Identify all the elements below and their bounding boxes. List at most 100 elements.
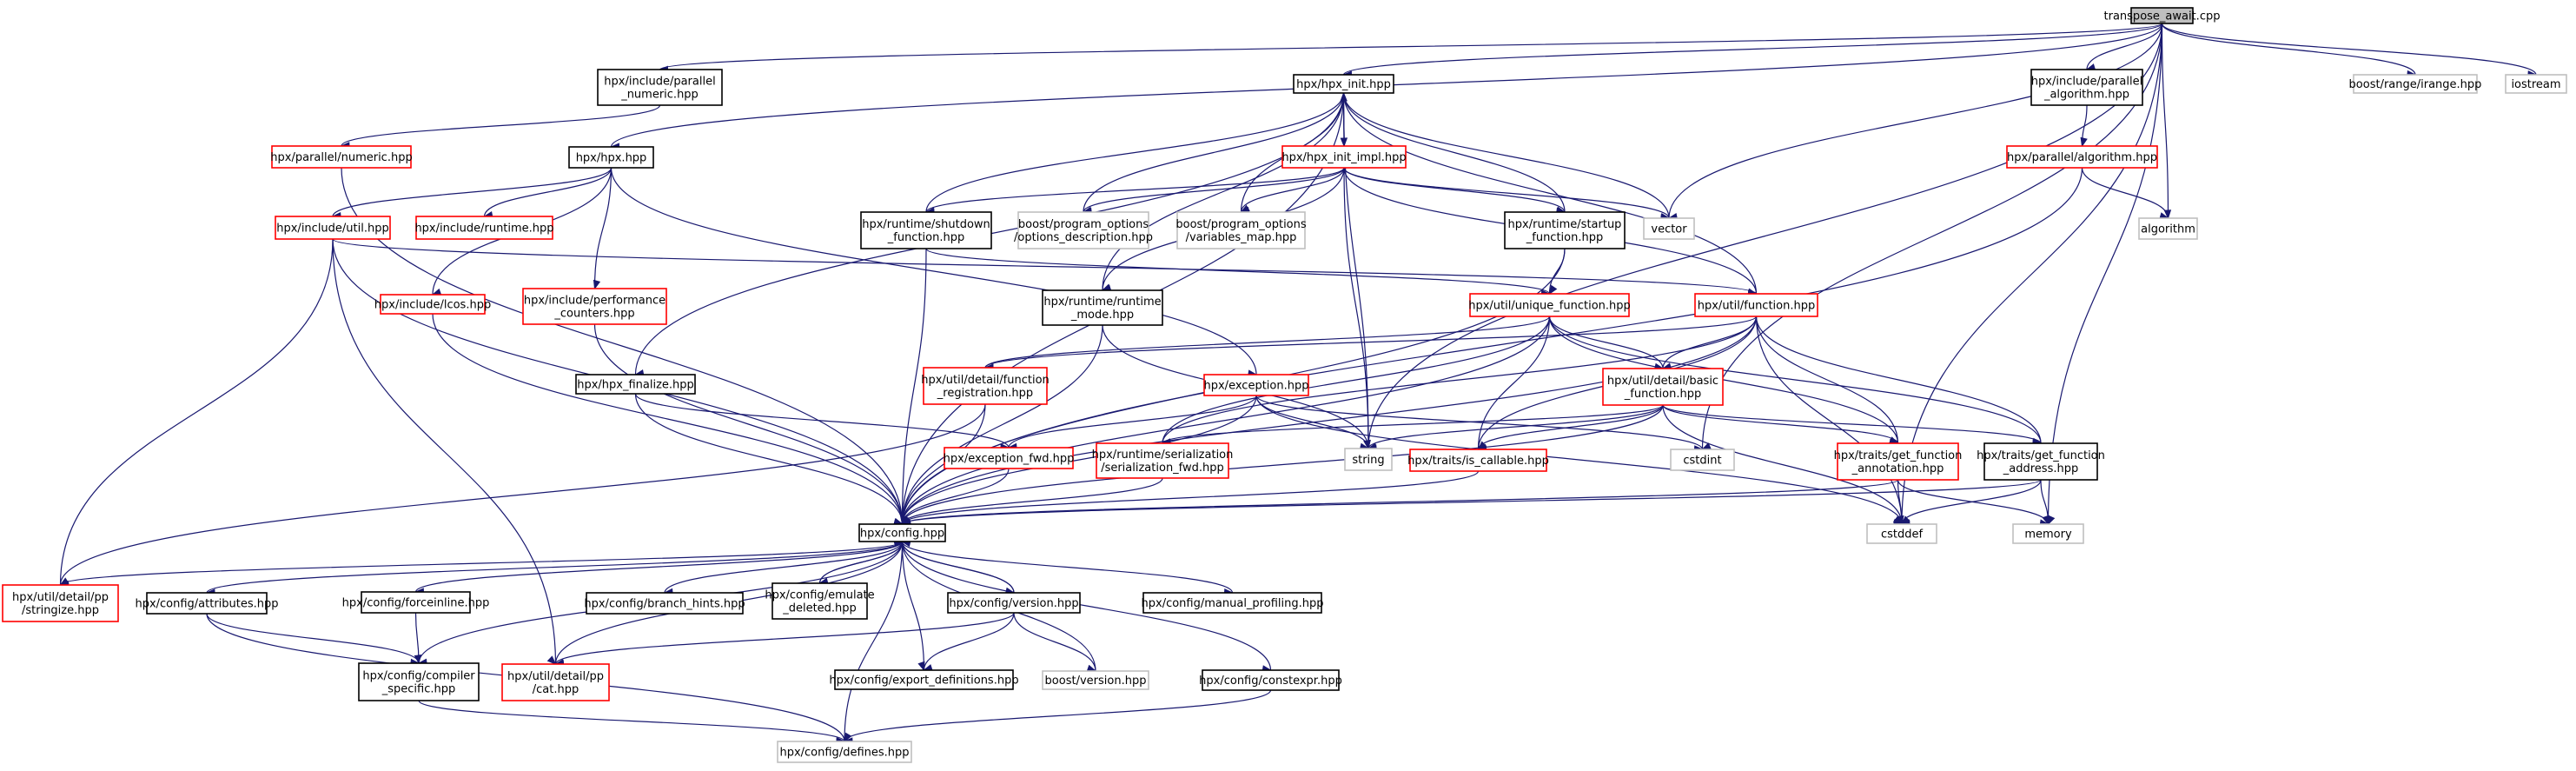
node-label: cstddef — [1881, 528, 1924, 542]
node-box — [1866, 523, 1937, 544]
edge-arrowhead — [2080, 136, 2088, 148]
node-label: hpx/hpx_finalize.hpp — [577, 379, 694, 392]
node-hpx-finalize[interactable]: hpx/hpx_finalize.hpp — [575, 374, 696, 395]
node-include-util[interactable]: hpx/include/util.hpp — [275, 216, 391, 240]
edge-line — [1342, 92, 1670, 219]
node-box — [860, 211, 992, 249]
node-util-function[interactable]: hpx/util/function.hpp — [1694, 293, 1818, 317]
node-box — [947, 592, 1081, 614]
node-export-definitions[interactable]: hpx/config/export_definitions.hpp — [829, 669, 1019, 690]
node-branch-hints[interactable]: hpx/config/branch_hints.hpp — [584, 592, 745, 615]
node-hpx-parallel-numeric[interactable]: hpx/parallel/numeric.hpp — [270, 145, 413, 169]
node-stringize[interactable]: hpx/util/detail/pp/stringize.hpp — [2, 584, 119, 622]
node-label: hpx/util/detail/function — [921, 374, 1050, 387]
node-label: hpx/hpx_init.hpp — [1296, 78, 1391, 91]
edge-config-to-export_definitions — [901, 541, 925, 672]
node-label: hpx/config/manual_profiling.hpp — [1142, 597, 1324, 610]
node-hpx-init[interactable]: hpx/hpx_init.hpp — [1293, 74, 1394, 94]
node-shutdown-function[interactable]: hpx/runtime/shutdown_function.hpp — [860, 211, 992, 249]
edge-parallel_numeric-to-hpx_parallel_numeric — [340, 104, 661, 150]
edge-get_function_address-to-memory — [2040, 479, 2050, 526]
node-forceinline[interactable]: hpx/config/forceinline.hpp — [342, 591, 490, 614]
node-is-callable[interactable]: hpx/traits/is_callable.hpp — [1407, 449, 1549, 472]
edge-line — [901, 470, 1480, 525]
edge-hpx_parallel_algorithm-to-algorithm — [2081, 167, 2169, 220]
node-hpx-parallel-algorithm[interactable]: hpx/parallel/algorithm.hpp — [2006, 145, 2158, 169]
edge-line — [2161, 23, 2537, 76]
node-algorithm: algorithm — [2138, 217, 2198, 240]
node-unique-function[interactable]: hpx/util/unique_function.hpp — [1468, 293, 1631, 317]
node-label: cstdint — [1683, 455, 1721, 468]
node-label: string — [1352, 454, 1384, 467]
edge-root-to-iostream — [2161, 23, 2538, 78]
node-label: hpx/config/constexpr.hpp — [1199, 675, 1342, 688]
edge-line — [1083, 167, 1345, 213]
node-function-registration[interactable]: hpx/util/detail/function_registration.hp… — [921, 367, 1050, 405]
node-serialization-fwd[interactable]: hpx/runtime/serialization/serialization_… — [1092, 442, 1234, 479]
node-label: hpx/runtime/startup — [1508, 218, 1622, 231]
node-label: hpx/util/detail/pp — [12, 591, 109, 604]
node-irange: boost/range/irange.hpp — [2349, 74, 2482, 94]
edge-line — [1162, 316, 1758, 444]
edge-root-to-vector — [1667, 23, 2163, 221]
node-box — [1281, 145, 1407, 169]
node-cstddef: cstddef — [1866, 523, 1937, 544]
node-lcos[interactable]: hpx/include/lcos.hpp — [374, 294, 491, 315]
edge-include_util-to-pp_cat — [332, 238, 557, 665]
edge-line — [634, 393, 904, 525]
edge-line — [1477, 316, 1551, 450]
edge-line — [341, 104, 661, 147]
node-box — [271, 145, 412, 169]
node-label: hpx/traits/get_function — [1834, 449, 1963, 462]
node-hpx-init-impl[interactable]: hpx/hpx_init_impl.hpp — [1281, 145, 1407, 169]
node-label: hpx/hpx_init_impl.hpp — [1281, 151, 1406, 164]
node-constexpr[interactable]: hpx/config/constexpr.hpp — [1199, 669, 1342, 691]
node-runtime-mode[interactable]: hpx/runtime/runtime_mode.hpp — [1042, 289, 1163, 326]
node-box — [1504, 211, 1626, 249]
node-parallel-numeric[interactable]: hpx/include/parallel_numeric.hpp — [597, 69, 723, 106]
node-parallel-algorithm[interactable]: hpx/include/parallel_algorithm.hpp — [2030, 69, 2143, 106]
node-options-description: boost/program_options/options_descriptio… — [1014, 211, 1153, 249]
edge-config_version-to-pp_cat — [554, 612, 1015, 668]
edge-line — [1240, 167, 1345, 213]
node-box — [275, 216, 391, 240]
edge-constexpr-to-defines — [843, 689, 1272, 745]
node-compiler-specific[interactable]: hpx/config/compiler_specific.hpp — [358, 662, 480, 701]
node-config-version[interactable]: hpx/config/version.hpp — [947, 592, 1081, 614]
node-config[interactable]: hpx/config.hpp — [858, 523, 946, 542]
node-startup-function[interactable]: hpx/runtime/startup_function.hpp — [1504, 211, 1626, 249]
node-hpx-hpp[interactable]: hpx/hpx.hpp — [568, 146, 654, 169]
node-box — [146, 592, 268, 615]
node-label: _function.hpp — [1624, 388, 1701, 401]
node-box — [1643, 217, 1695, 240]
node-box — [2138, 217, 2198, 240]
node-label: hpx/exception_fwd.hpp — [944, 453, 1075, 466]
edge-line — [1668, 23, 2163, 219]
node-manual-profiling[interactable]: hpx/config/manual_profiling.hpp — [1142, 592, 1324, 614]
node-attributes[interactable]: hpx/config/attributes.hpp — [135, 592, 279, 615]
node-pp-cat[interactable]: hpx/util/detail/pp/cat.hpp — [501, 663, 610, 701]
edge-hpx_hpp-to-include_util — [331, 167, 613, 220]
node-label: hpx/runtime/runtime — [1043, 296, 1161, 309]
node-box — [2505, 74, 2567, 94]
node-get-function-annotation[interactable]: hpx/traits/get_function_annotation.hpp — [1834, 442, 1963, 481]
node-exception-fwd[interactable]: hpx/exception_fwd.hpp — [944, 447, 1075, 469]
node-emulate-deleted[interactable]: hpx/config/emulate_deleted.hpp — [765, 582, 875, 620]
edge-line — [1662, 404, 2042, 444]
node-box — [361, 591, 471, 614]
node-include-runtime[interactable]: hpx/include/runtime.hpp — [414, 216, 554, 240]
edge-line — [332, 238, 1758, 295]
node-get-function-address[interactable]: hpx/traits/get_function_address.hpp — [1977, 442, 2105, 481]
node-basic-function[interactable]: hpx/util/detail/basic_function.hpp — [1602, 368, 1724, 406]
node-root[interactable]: transpose_await.cpp — [2104, 7, 2221, 24]
edge-line — [418, 700, 845, 742]
edge-line — [1901, 23, 2163, 525]
edge-line — [901, 479, 2042, 525]
edge-line — [925, 248, 1551, 295]
edge-line — [1662, 404, 1903, 525]
node-label: boost/range/irange.hpp — [2349, 78, 2482, 91]
node-box — [1142, 592, 1322, 614]
node-label: hpx/runtime/serialization — [1092, 449, 1234, 462]
node-exception[interactable]: hpx/exception.hpp — [1203, 374, 1309, 396]
node-performance-counters[interactable]: hpx/include/performance_counters.hpp — [522, 288, 667, 325]
